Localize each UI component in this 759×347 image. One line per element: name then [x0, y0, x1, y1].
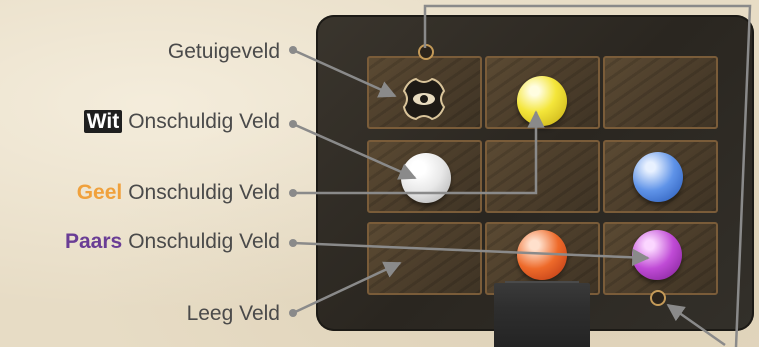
pointer-arrow: [425, 6, 750, 347]
pointer-dot: [289, 46, 297, 54]
pointer-arrow: [293, 263, 400, 313]
pointer-arrow: [293, 243, 648, 258]
pointer-dot: [289, 189, 297, 197]
pointer-dot: [289, 120, 297, 128]
pointer-arrow: [668, 305, 725, 345]
pointer-arrow: [293, 124, 415, 178]
pointer-arrow: [293, 112, 536, 193]
pointer-dot: [289, 309, 297, 317]
pointer-dot: [289, 239, 297, 247]
pointer-arrow: [293, 50, 395, 96]
